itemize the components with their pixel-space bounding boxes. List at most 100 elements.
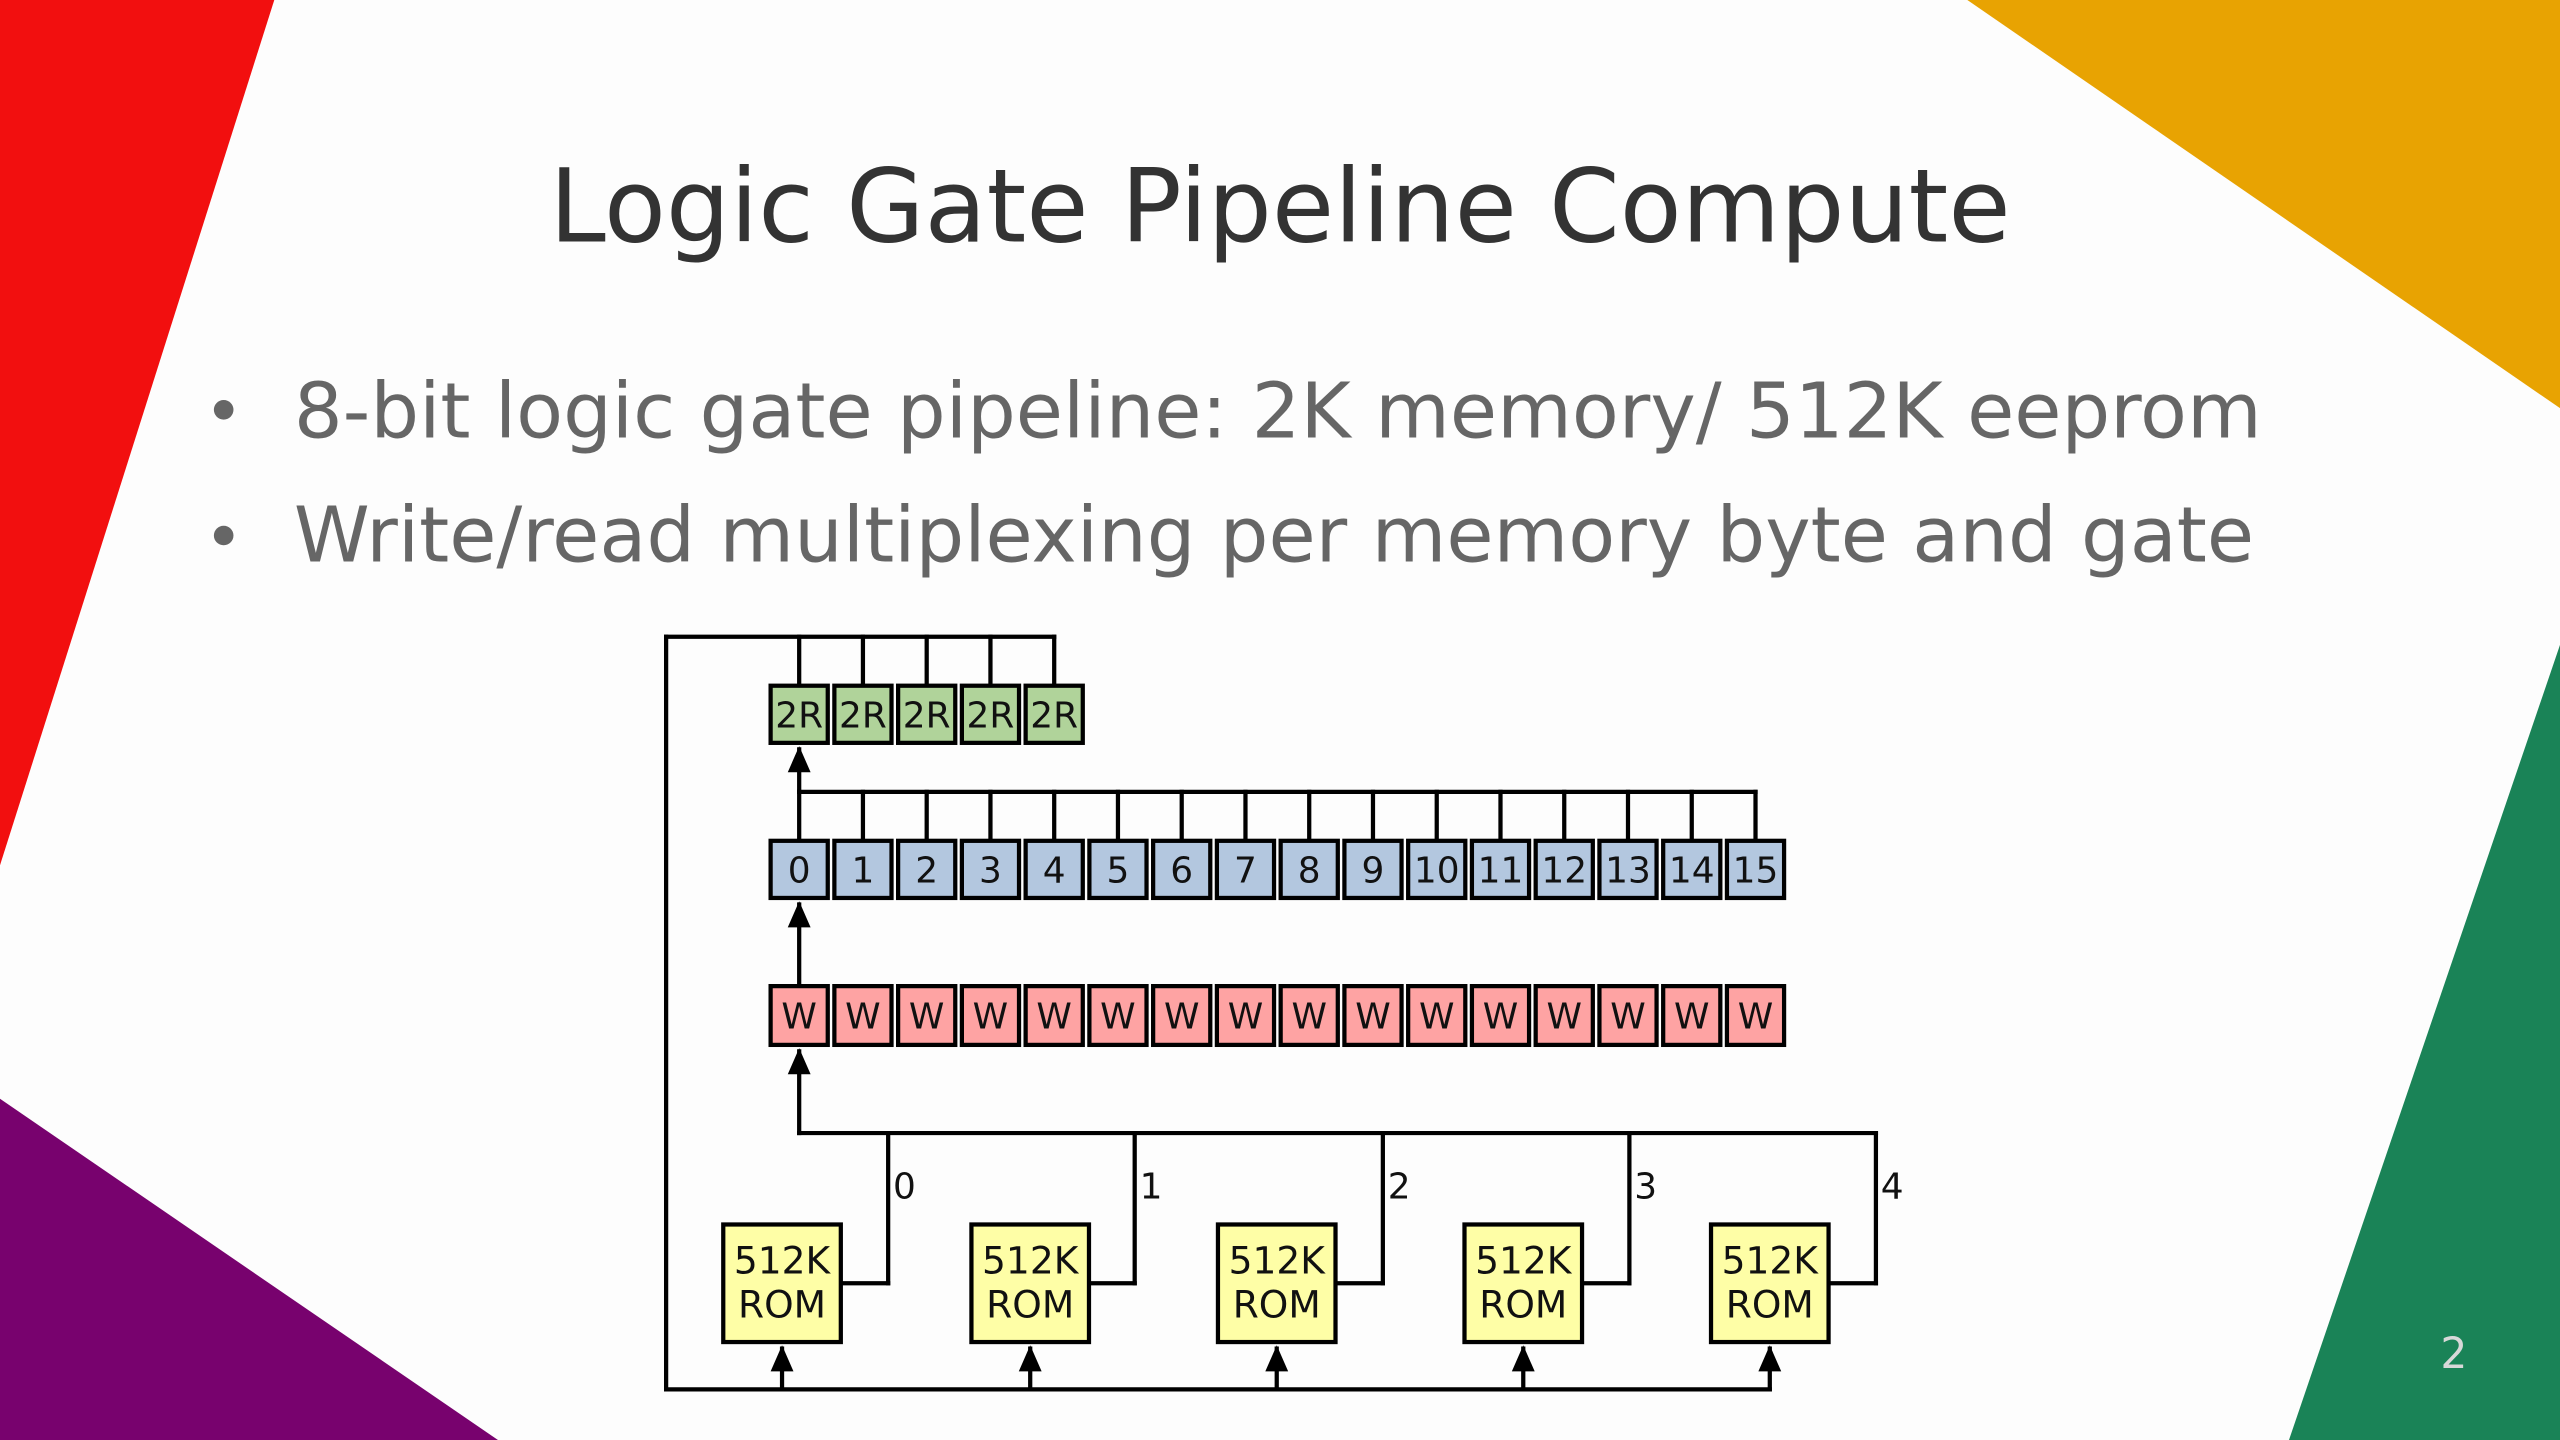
write-gate: W [959,984,1022,1048]
memory-byte: 15 [1724,838,1787,901]
read-gate-box [1023,683,1085,745]
memory-byte: 13 [1597,838,1659,901]
write-gate-box [1533,984,1595,1048]
memory-byte-box [1214,838,1277,901]
write-gate: W [895,984,958,1048]
write-gate: W [1342,984,1404,1048]
arrow-up-icon [787,901,811,928]
write-gate-label: W [1164,997,1200,1038]
memory-byte: 12 [1533,838,1595,901]
memory-byte: 0 [768,838,830,901]
read-gate-box [959,683,1022,745]
memory-byte-label: 3 [979,851,1002,892]
write-gate-label: W [973,997,1009,1038]
write-gate-box [768,984,830,1048]
memory-byte-label: 15 [1733,851,1779,892]
memory-byte-label: 8 [1298,851,1321,892]
rom-size-label: 512K [982,1238,1080,1282]
rom-type-label: ROM [1726,1283,1814,1327]
memory-byte: 7 [1214,838,1277,901]
rom-type-label: ROM [986,1283,1074,1327]
memory-byte-label: 13 [1605,851,1651,892]
write-gate-box [1342,984,1404,1048]
arrow-up-icon [787,746,811,773]
purple-corner-shape [0,1098,498,1440]
memory-byte: 6 [1151,838,1213,901]
write-gate-label: W [1674,997,1710,1038]
write-gate-box [1406,984,1468,1048]
memory-byte-box [832,838,894,901]
memory-byte-label: 4 [1043,851,1066,892]
write-gate-label: W [1355,997,1391,1038]
write-gate: W [832,984,894,1048]
rom-box [721,1222,843,1345]
write-gate-box [1469,984,1532,1048]
write-gate-box [1214,984,1277,1048]
write-gate: W [1151,984,1213,1048]
arrow-up-icon [1758,1345,1782,1372]
write-gate-label: W [1738,997,1774,1038]
rom-type-label: ROM [1479,1283,1567,1327]
arrow-up-icon [1265,1345,1289,1372]
write-gate-label: W [1100,997,1136,1038]
arrow-up-icon [770,1345,794,1372]
memory-byte: 4 [1023,838,1085,901]
write-gate: W [1406,984,1468,1048]
read-gate: 2R [832,683,894,745]
memory-byte: 14 [1661,838,1723,901]
memory-byte-label: 6 [1170,851,1193,892]
read-gate: 2R [895,683,958,745]
memory-byte-box [1597,838,1659,901]
read-gate: 2R [959,683,1022,745]
memory-byte-box [1342,838,1404,901]
red-corner-shape [0,0,275,866]
read-gate-label: 2R [903,695,951,736]
read-gate: 2R [1023,683,1085,745]
rom-size-label: 512K [1475,1238,1573,1282]
write-gate: W [1533,984,1595,1048]
read-gate: 2R [768,683,830,745]
write-gate-box [1151,984,1213,1048]
memory-byte-label: 1 [852,851,875,892]
bullet-item: 8-bit logic gate pipeline: 2K memory/ 51… [294,368,2262,457]
write-gate: W [1087,984,1149,1048]
write-gate-label: W [1036,997,1072,1038]
memory-byte-box [1533,838,1595,901]
read-gate-label: 2R [1030,695,1078,736]
bullet-dot [213,400,234,420]
bullet-item: Write/read multiplexing per memory byte … [294,492,2254,581]
rom-channel-label: 2 [1388,1166,1411,1207]
write-gate-box [1724,984,1787,1048]
bullet-list: 8-bit logic gate pipeline: 2K memory/ 51… [213,368,2262,581]
memory-byte-label: 11 [1478,851,1524,892]
memory-byte-label: 10 [1414,851,1460,892]
memory-byte: 9 [1342,838,1404,901]
memory-byte-box [1087,838,1149,901]
write-gate-label: W [1419,997,1455,1038]
write-gate-box [895,984,958,1048]
memory-byte: 3 [959,838,1022,901]
write-gate: W [1724,984,1787,1048]
memory-byte: 5 [1087,838,1149,901]
memory-byte-box [1406,838,1468,901]
write-gate: W [1023,984,1085,1048]
memory-byte: 11 [1469,838,1532,901]
green-corner-shape [2288,644,2560,1440]
write-gate: W [1278,984,1340,1048]
write-gate: W [1661,984,1723,1048]
write-gate-label: W [781,997,817,1038]
memory-byte: 2 [895,838,958,901]
arrow-up-icon [1018,1345,1042,1372]
write-gate-label: W [909,997,945,1038]
rom-channel-label: 0 [893,1166,916,1207]
rom-type-label: ROM [1233,1283,1321,1327]
write-gate: W [1469,984,1532,1048]
write-gate-box [1597,984,1659,1048]
slide-title: Logic Gate Pipeline Compute [549,148,2010,266]
write-gate-box [832,984,894,1048]
arrow-up-icon [787,1048,811,1075]
